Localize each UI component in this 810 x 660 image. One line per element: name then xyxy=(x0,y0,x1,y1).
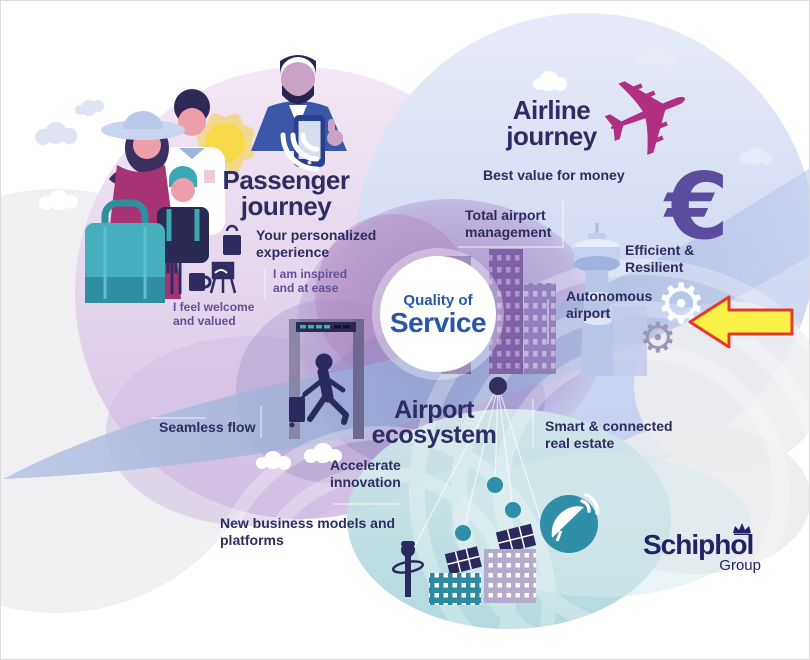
schiphol-group-logo: Schiphol Group xyxy=(643,523,765,574)
suitcase-icon xyxy=(85,199,165,303)
connector-lines xyxy=(151,199,564,505)
label-efficient-resilient: Efficient & Resilient xyxy=(625,242,695,275)
center-circle xyxy=(372,248,504,380)
wifi-waves-icon xyxy=(280,132,320,172)
passenger-journey-title: Passenger journey xyxy=(206,167,366,219)
label-personalized-experience: Your personalized experience xyxy=(256,227,377,260)
ecosystem-title-line2: ecosystem xyxy=(371,421,497,449)
label-autonomous-airport: Autonomous airport xyxy=(566,288,653,321)
crown-icon xyxy=(733,523,751,535)
label-best-value: Best value for money xyxy=(483,167,625,183)
easel-icon xyxy=(209,261,237,294)
solar-panel-icon xyxy=(444,523,537,575)
logo-sub-text: Group xyxy=(719,557,761,574)
label-seamless-flow: Seamless flow xyxy=(159,419,256,435)
qos-line2: Service xyxy=(389,307,487,338)
ecosystem-title-line1: Airport xyxy=(394,396,474,424)
shopping-bag-icon xyxy=(223,224,241,255)
airline-journey-title: Airline journey xyxy=(489,97,614,149)
quality-of-service-badge: Quality of Service xyxy=(380,256,496,372)
cutlery-icon xyxy=(166,261,182,295)
passenger-title-line1: Passenger xyxy=(222,165,350,195)
network-nodes-icon xyxy=(408,377,542,558)
security-gate-illustration xyxy=(289,319,364,439)
street-lamp-icon xyxy=(391,541,425,597)
airline-title-line2: journey xyxy=(506,121,597,151)
control-tower-illustration xyxy=(574,223,620,376)
label-new-business-models: New business models and platforms xyxy=(220,515,396,548)
pink-square-accent xyxy=(204,170,215,183)
logo-brand-text: Schiphol xyxy=(643,529,754,560)
label-total-airport-management: Total airport management xyxy=(465,207,552,240)
airport-ecosystem-title: Airport ecosystem xyxy=(369,398,499,448)
qos-line1: Quality of xyxy=(403,292,473,309)
traveler-icon xyxy=(289,353,349,428)
gear-icon-gray: ⚙ xyxy=(639,313,677,362)
eco-buildings-illustration xyxy=(429,549,536,605)
satellite-dish-icon xyxy=(540,493,599,553)
quote-inspired: I am inspired and at ease xyxy=(273,267,348,296)
passenger-title-line2: journey xyxy=(240,191,332,221)
mug-icon xyxy=(189,273,212,291)
annotation-arrow-left xyxy=(688,295,794,349)
quote-welcome: I feel welcome and valued xyxy=(173,300,255,329)
label-accelerate-innovation: Accelerate innovation xyxy=(330,457,401,490)
euro-icon: € xyxy=(665,153,730,260)
cloud-icons xyxy=(35,44,773,470)
label-smart-real-estate: Smart & connected real estate xyxy=(545,418,673,451)
flow-band xyxy=(3,169,809,479)
airline-title-line1: Airline xyxy=(512,95,591,125)
